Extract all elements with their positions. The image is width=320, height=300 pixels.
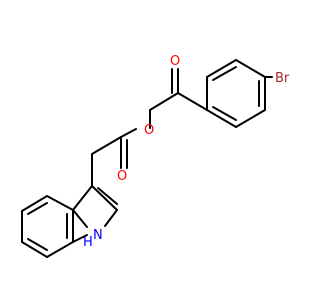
indole-nitrogen-label: N	[93, 228, 103, 243]
carbonyl-ch2-indole-bond	[91, 136, 122, 155]
benzene-n-bond	[72, 234, 88, 243]
bromophenyl-ring	[206, 59, 266, 128]
indole-pyrrole-ring	[72, 185, 118, 228]
indole-hydrogen-label: H	[83, 235, 93, 250]
ester-oxygen-label: O	[144, 123, 154, 138]
ketone-oxygen-label: O	[170, 54, 180, 69]
carbonyl-ch2-bond	[149, 92, 179, 111]
indole-benzene-ring	[21, 195, 74, 258]
molecule-canvas: Br O O O N H	[21, 54, 290, 258]
aryl-carbonyl-bond	[177, 92, 208, 111]
molecule-structure: Br O O O N H	[21, 54, 290, 258]
o-carbonyl-bond	[120, 128, 137, 138]
bromine-label: Br	[275, 71, 290, 86]
ester-carbonyl-oxygen-label: O	[117, 169, 127, 184]
